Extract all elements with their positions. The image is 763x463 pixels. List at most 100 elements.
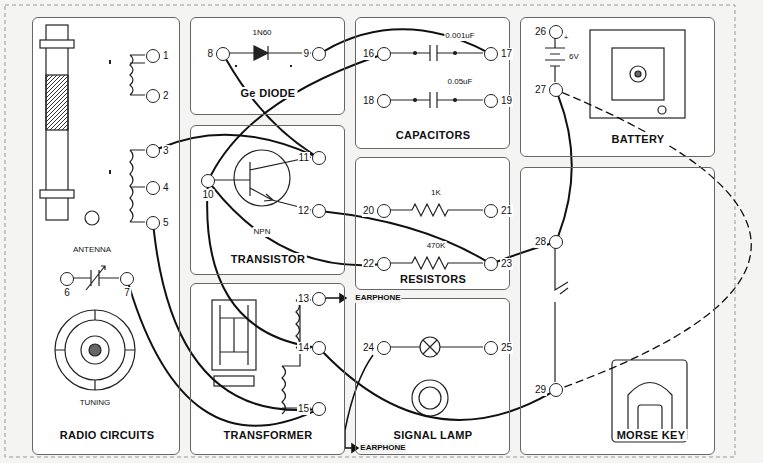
terminal-number: 22 xyxy=(362,258,375,270)
terminal-post: 4 xyxy=(146,181,160,195)
terminal-number: 5 xyxy=(162,217,170,229)
terminal-number: 10 xyxy=(201,189,214,201)
hookup-wire xyxy=(324,353,550,420)
terminal-number: 1 xyxy=(162,50,170,62)
panel-heading: MORSE KEY xyxy=(615,429,688,441)
board-outline xyxy=(5,5,735,457)
component-label: NPN xyxy=(253,227,272,237)
terminal-post: 29 xyxy=(549,383,563,397)
terminal-number: 8 xyxy=(206,48,214,60)
terminal-post: 25 xyxy=(484,341,498,355)
terminal-post: 26 xyxy=(549,25,563,39)
module-panel: BATTERY 26 27 xyxy=(520,17,715,157)
terminal-number: 6 xyxy=(63,287,71,299)
component-label: 1N60 xyxy=(251,28,272,38)
module-panel: RESISTORS 20 21 22 23 xyxy=(355,157,510,290)
terminal-number: 15 xyxy=(297,403,310,415)
panel-heading: TRANSISTOR xyxy=(229,253,307,265)
terminal-number: 28 xyxy=(534,236,547,248)
hookup-wire xyxy=(325,29,485,50)
component-symbols xyxy=(40,25,687,442)
terminal-number: 17 xyxy=(500,48,513,60)
terminal-post: 18 xyxy=(377,94,391,108)
terminal-post: 12 xyxy=(312,204,326,218)
component-label: + xyxy=(563,33,570,43)
terminal-post: 3 xyxy=(146,144,160,158)
component-label: 6V xyxy=(568,52,580,62)
terminal-post: 24 xyxy=(377,341,391,355)
component-label: TUNING xyxy=(79,398,112,408)
panel-heading: TRANSFORMER xyxy=(222,429,315,441)
panel-grounds xyxy=(32,17,715,455)
terminal-number: 9 xyxy=(302,48,310,60)
module-panel: SIGNAL LAMP 24 25 xyxy=(355,298,510,455)
terminal-post: 7 xyxy=(120,272,134,286)
terminal-post: 11 xyxy=(312,151,326,165)
terminal-post: 10 xyxy=(201,174,215,188)
terminal-number: 25 xyxy=(500,342,513,354)
module-panel: TRANSISTOR 10 11 12 xyxy=(190,125,345,275)
terminal-post: 16 xyxy=(377,47,391,61)
terminal-number: 7 xyxy=(123,287,131,299)
terminal-post: 23 xyxy=(484,257,498,271)
module-panel: CAPACITORS 16 17 18 19 xyxy=(355,17,510,149)
terminal-post: 9 xyxy=(312,47,326,61)
panel-heading: RESISTORS xyxy=(398,273,468,285)
terminal-post: 15 xyxy=(312,402,326,416)
hookup-wire xyxy=(211,56,377,175)
terminal-number: 13 xyxy=(297,293,310,305)
component-label: ANTENNA xyxy=(72,245,112,255)
panel-heading: SIGNAL LAMP xyxy=(392,429,475,441)
terminal-number: 19 xyxy=(500,95,513,107)
hookup-wire xyxy=(326,212,485,261)
terminal-number: 18 xyxy=(362,95,375,107)
terminal-post: 8 xyxy=(216,47,230,61)
panel-heading: Ge DIODE xyxy=(239,87,298,99)
earphone-label: EARPHONE xyxy=(354,293,401,303)
terminal-post: 28 xyxy=(549,235,563,249)
panel-heading: RADIO CIRCUITS xyxy=(58,429,157,441)
terminal-number: 29 xyxy=(534,384,547,396)
terminal-post: 21 xyxy=(484,204,498,218)
terminal-number: 23 xyxy=(500,258,513,270)
terminal-post: 22 xyxy=(377,257,391,271)
terminal-post: 27 xyxy=(549,83,563,97)
terminal-post: 19 xyxy=(484,94,498,108)
terminal-number: 24 xyxy=(362,342,375,354)
terminal-post: 14 xyxy=(312,341,326,355)
hookup-wire xyxy=(212,186,377,265)
panel-heading: BATTERY xyxy=(610,133,667,145)
terminal-post: 5 xyxy=(146,216,160,230)
component-label: 470K xyxy=(426,241,447,251)
module-panel: TRANSFORMER 13 14 15 xyxy=(190,283,345,455)
component-label: 1K xyxy=(430,188,442,198)
module-panel: MORSE KEY 28 29 xyxy=(520,167,715,455)
terminal-post: 17 xyxy=(484,47,498,61)
component-label: 0.001uF xyxy=(444,31,475,41)
module-panel: RADIO CIRCUITS 1 2 3 4 5 6 7 xyxy=(32,17,180,455)
terminal-number: 11 xyxy=(298,152,310,164)
component-label: 0.05uF xyxy=(447,77,474,87)
terminal-number: 2 xyxy=(162,90,170,102)
hookup-wire xyxy=(154,230,312,410)
dashed-wire xyxy=(562,93,751,388)
terminal-post: 2 xyxy=(146,89,160,103)
terminal-number: 21 xyxy=(500,205,513,217)
earphone-leads xyxy=(326,294,373,452)
terminal-number: 3 xyxy=(162,145,170,157)
terminal-post: 13 xyxy=(312,292,326,306)
terminal-number: 4 xyxy=(162,182,170,194)
panel-heading: CAPACITORS xyxy=(394,129,473,141)
terminal-number: 16 xyxy=(362,48,375,60)
terminal-number: 26 xyxy=(534,26,547,38)
terminal-number: 20 xyxy=(362,205,375,217)
earphone-label: EARPHONE xyxy=(359,443,406,453)
terminal-post: 1 xyxy=(146,49,160,63)
terminal-number: 12 xyxy=(297,205,310,217)
hookup-wire xyxy=(558,97,571,236)
terminal-number: 27 xyxy=(534,84,547,96)
hookup-wire xyxy=(129,286,313,426)
hookup-wire xyxy=(207,188,312,347)
